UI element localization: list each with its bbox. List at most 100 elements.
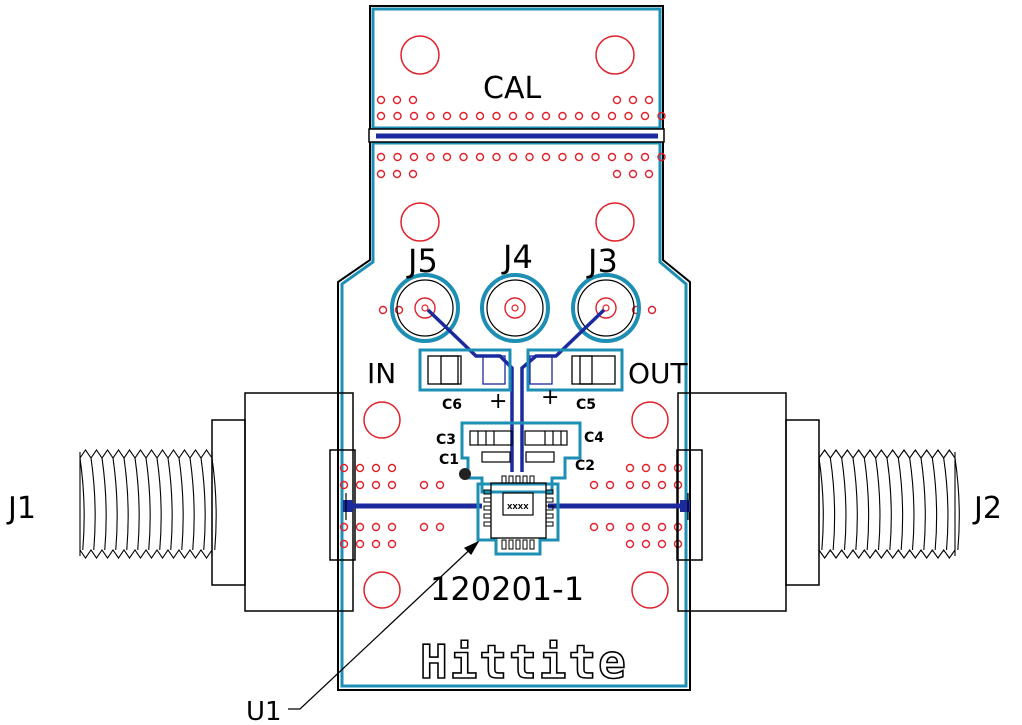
copper-pour-top [418, 348, 624, 494]
via [541, 111, 551, 121]
via [589, 522, 599, 532]
ic-pin [508, 475, 514, 484]
via [625, 539, 635, 549]
via [508, 152, 518, 162]
via [641, 463, 651, 473]
via [657, 152, 666, 162]
ic-pin [529, 475, 535, 484]
ic-pin [545, 489, 554, 495]
via [607, 111, 617, 121]
u1-leader-line [288, 540, 480, 710]
via [355, 539, 365, 549]
via [624, 152, 633, 162]
via [508, 111, 518, 121]
thread-edge [101, 457, 107, 551]
via [442, 111, 452, 121]
label-c5: C5 [576, 397, 596, 413]
connector-j1-body [211, 392, 356, 612]
thread-edge [818, 449, 956, 459]
svg-text:Hittite: Hittite [420, 635, 628, 689]
connector-j4 [480, 273, 550, 343]
thread-edge [920, 457, 926, 551]
thread-edge [841, 457, 847, 551]
via [644, 95, 654, 105]
via [657, 111, 666, 121]
via [442, 152, 452, 162]
thread-edge [818, 457, 824, 551]
connector-j2-thread [818, 449, 960, 559]
capacitor-c5 [529, 355, 616, 385]
label-j1: J1 [6, 491, 36, 526]
via [625, 463, 635, 473]
via [605, 522, 615, 532]
ic-pin [515, 475, 521, 484]
via [628, 95, 638, 105]
via [525, 152, 534, 162]
via [625, 522, 635, 532]
label-plus-right: + [541, 385, 559, 410]
ic-pin [545, 497, 554, 503]
thread-edge [167, 457, 173, 551]
via [591, 111, 600, 121]
via [525, 111, 534, 121]
via [408, 95, 418, 105]
thread-edge [875, 457, 881, 551]
ic-pin [483, 497, 492, 503]
via [435, 522, 445, 532]
ic-pin [522, 475, 528, 484]
capacitor-c1 [481, 451, 511, 463]
via [376, 169, 386, 179]
thread-edge [178, 457, 184, 551]
via [640, 111, 650, 121]
via [371, 480, 381, 490]
via [419, 480, 429, 490]
capacitor-c3 [469, 430, 513, 446]
thread-edge [156, 457, 162, 551]
label-c2: C2 [575, 458, 595, 474]
mounting-holes [363, 35, 669, 609]
chip-marking: XXXX [507, 503, 529, 511]
via [657, 539, 667, 549]
ic-pin [529, 539, 535, 550]
via [419, 522, 429, 532]
ic-pin [483, 513, 492, 519]
via [387, 539, 397, 549]
via [558, 152, 567, 162]
thread-edge [189, 457, 195, 551]
ic-pin [483, 521, 492, 527]
connector-j2-body [676, 392, 820, 612]
via [640, 152, 650, 162]
via [459, 152, 468, 162]
thread-edge [123, 457, 129, 551]
thread-edge [829, 457, 836, 551]
via [409, 152, 419, 162]
thread-edge [852, 457, 858, 551]
thread-edge [863, 457, 870, 551]
via [378, 305, 388, 315]
thread-edge [79, 549, 213, 559]
label-cal: CAL [483, 71, 541, 106]
thread-edge [211, 457, 217, 551]
pin1-marker [459, 468, 471, 480]
via [475, 152, 485, 162]
via [647, 305, 657, 315]
thread-edge [943, 457, 949, 551]
via [387, 522, 397, 532]
via [371, 539, 381, 549]
ic-pin [501, 539, 507, 550]
via [392, 169, 402, 179]
via [628, 169, 638, 179]
thread-edge [931, 457, 938, 551]
ic-pin [508, 539, 514, 550]
label-j5: J5 [406, 242, 438, 280]
via [657, 480, 667, 490]
via [392, 95, 402, 105]
via [641, 480, 651, 490]
via [574, 111, 584, 121]
label-u1: U1 [246, 697, 282, 725]
brand-logo: Hittite [419, 634, 628, 690]
label-part-number: 120201-1 [430, 570, 584, 608]
via [492, 152, 501, 162]
ic-pin [501, 475, 507, 484]
via [475, 111, 485, 121]
